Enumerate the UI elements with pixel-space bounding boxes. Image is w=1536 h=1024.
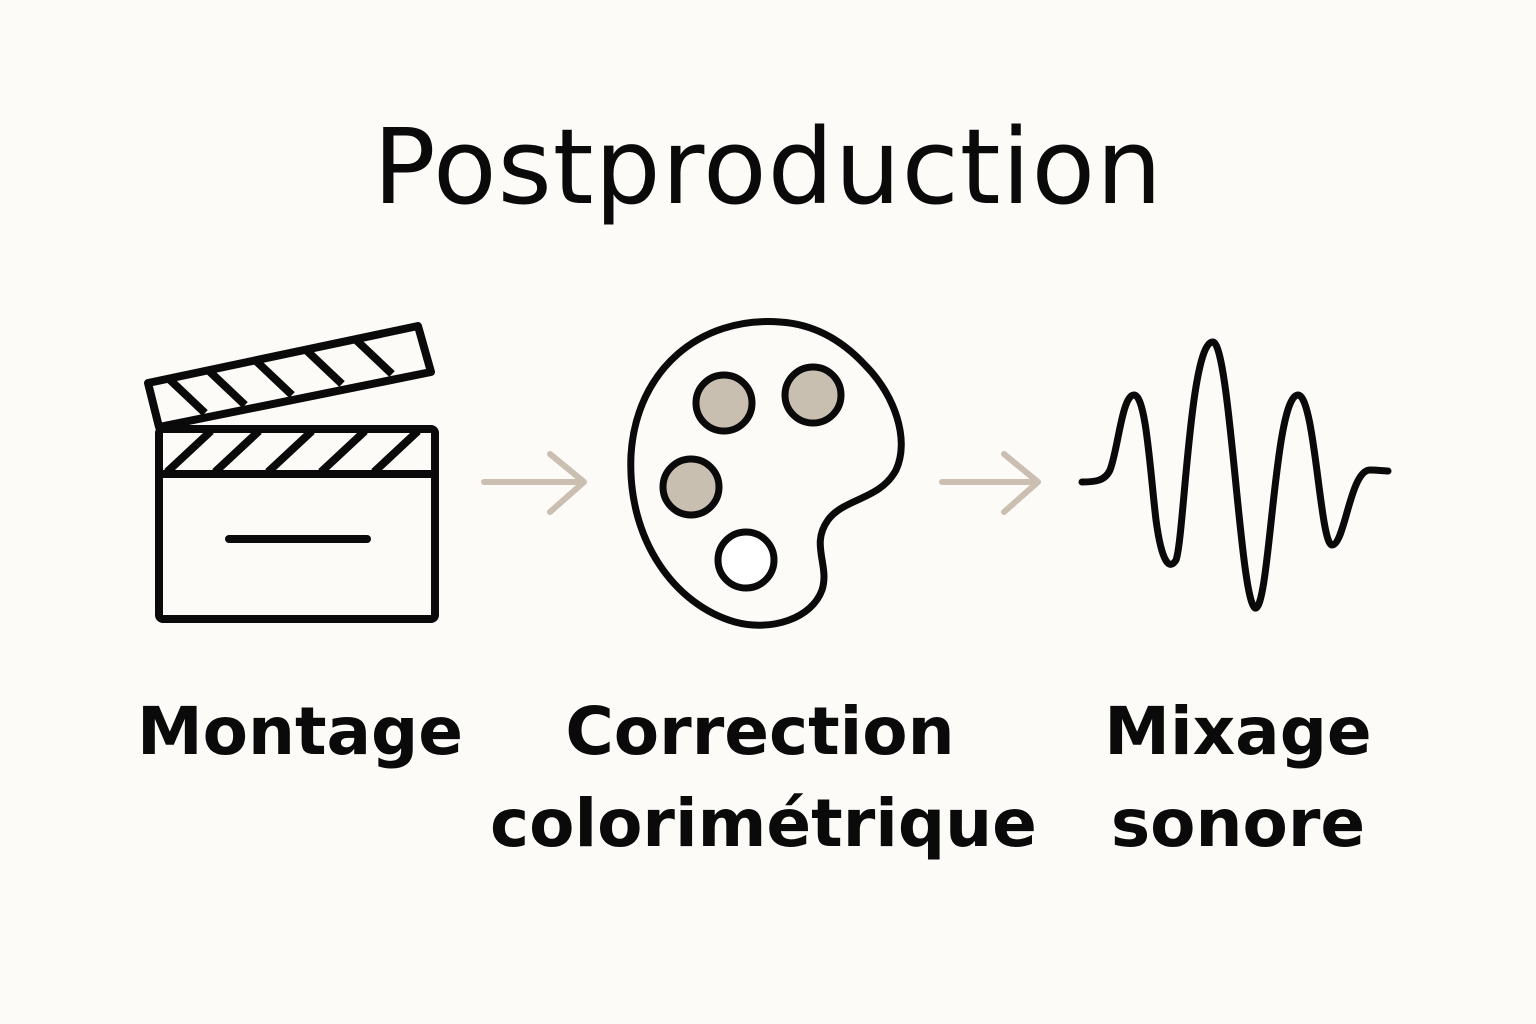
stage-label-line: Correction	[565, 693, 955, 770]
stage-label-correction-colorimetrique: Correction colorimétrique	[490, 686, 1037, 870]
sound-wave-icon	[1078, 338, 1392, 612]
stage-label-line: Montage	[136, 693, 464, 770]
stage-label-line: colorimétrique	[490, 785, 1037, 862]
stage-label-line: Mixage	[1104, 693, 1372, 770]
diagram-title: Postproduction	[372, 106, 1164, 228]
arrow-right-icon	[481, 451, 587, 515]
arrow-right-icon	[939, 451, 1041, 515]
clapperboard-icon	[144, 322, 439, 623]
stage-label-line: sonore	[1110, 785, 1366, 862]
stage-label-montage: Montage	[100, 686, 500, 778]
palette-icon	[627, 318, 905, 629]
stage-label-mixage-sonore: Mixage sonore	[1088, 686, 1388, 870]
